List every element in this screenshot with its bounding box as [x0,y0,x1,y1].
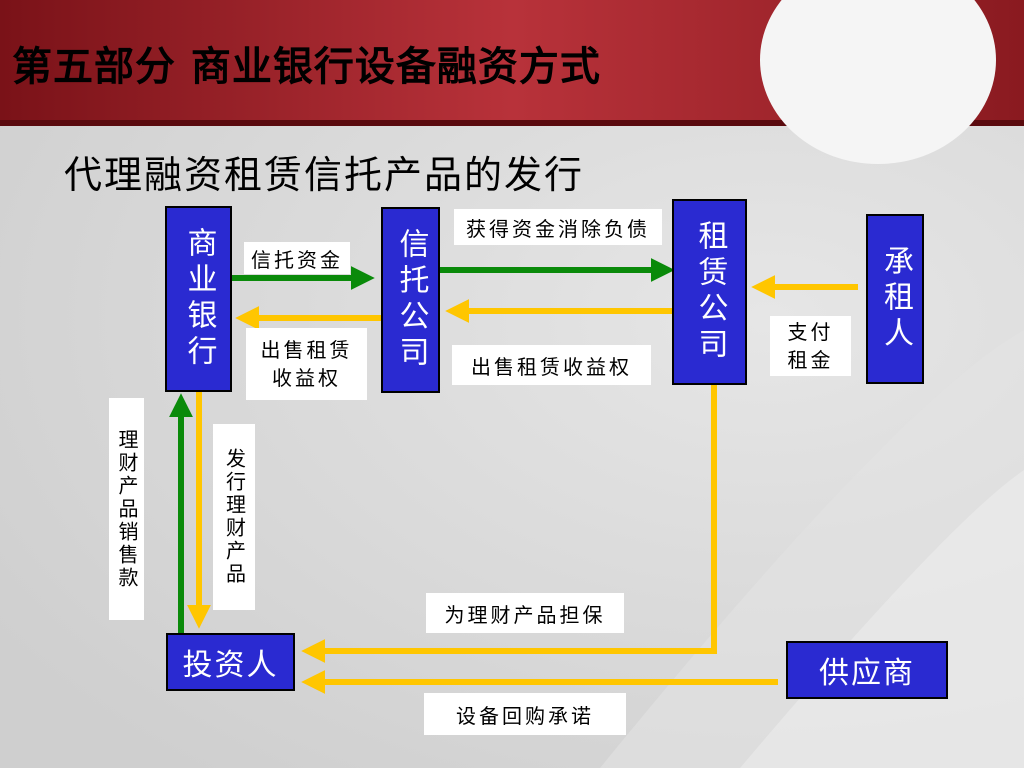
node-lessee-label: 承租人 [878,245,913,353]
node-trust-company: 信托公司 [381,207,440,393]
label-product-sales: 理财产品销售款 [109,398,144,620]
node-investor-label: 投资人 [182,648,279,683]
node-leasing-company: 租赁公司 [672,199,747,385]
label-buyback: 设备回购承诺 [424,693,626,735]
node-trust-company-label: 信托公司 [393,228,429,372]
node-supplier-label: 供应商 [819,656,915,691]
label-get-funds: 获得资金消除负债 [454,209,662,245]
label-sell-rights-1-text: 出售租赁 收益权 [260,338,353,390]
page-title: 第五部分 商业银行设备融资方式 [12,44,601,90]
node-commercial-bank-label: 商业银行 [181,227,217,371]
label-sell-rights-2-text: 出售租赁收益权 [471,354,632,379]
node-leasing-company-label: 租赁公司 [692,220,728,364]
node-supplier: 供应商 [786,641,948,699]
label-trust-funds-text: 信托资金 [251,247,343,272]
label-pay-rent: 支付 租金 [770,316,851,376]
label-get-funds-text: 获得资金消除负债 [466,216,650,241]
label-product-sales-text: 理财产品销售款 [115,428,139,590]
diagram-subtitle: 代理融资租赁信托产品的发行 [64,153,585,197]
label-guarantee: 为理财产品担保 [426,593,624,633]
node-lessee: 承租人 [866,214,924,384]
label-sell-rights-1: 出售租赁 收益权 [246,328,367,400]
label-buyback-text: 设备回购承诺 [456,703,594,728]
label-sell-rights-2: 出售租赁收益权 [452,345,651,385]
label-issue-product: 发行理财产品 [213,424,255,610]
node-investor: 投资人 [166,633,295,691]
label-pay-rent-text: 支付 租金 [787,320,834,372]
arrow-guarantee [301,385,717,663]
label-trust-funds: 信托资金 [244,242,350,274]
node-commercial-bank: 商业银行 [165,206,232,392]
label-guarantee-text: 为理财产品担保 [444,602,606,627]
label-issue-product-text: 发行理财产品 [222,448,247,586]
